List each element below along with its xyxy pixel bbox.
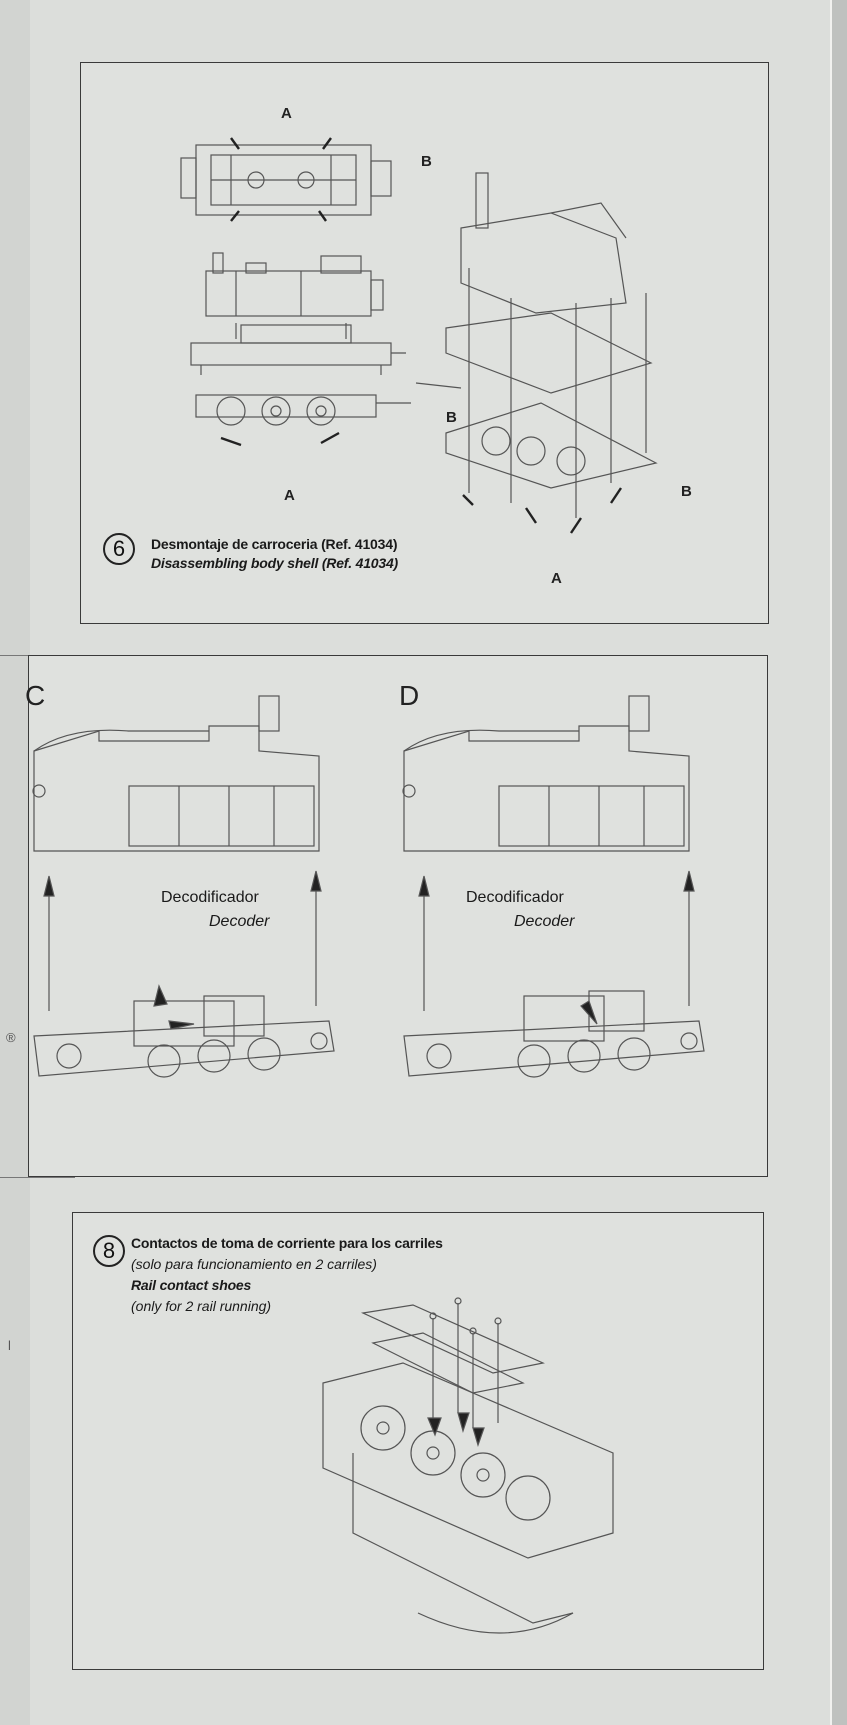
- step8-title-es: Contactos de toma de corriente para los …: [131, 1235, 443, 1251]
- step6-title-es: Desmontaje de carroceria (Ref. 41034): [151, 536, 398, 552]
- top-view-drawing: [180, 137, 392, 222]
- step8-title-en: Rail contact shoes: [131, 1277, 252, 1293]
- strip-mark-bar: l: [8, 1338, 11, 1353]
- label-b-mid: B: [446, 409, 457, 426]
- step8-note-es: (solo para funcionamiento en 2 carriles): [131, 1256, 377, 1272]
- left-page-strip: ® l: [0, 0, 31, 1725]
- exploded-view-drawing: [445, 172, 658, 534]
- step6-drawing: [180, 137, 658, 534]
- loco-body-c: [32, 695, 320, 852]
- contact-shoes-drawing: [360, 1297, 545, 1428]
- variant-label-c: C: [25, 680, 46, 711]
- loco-chassis-d: [403, 990, 705, 1078]
- sheet-edge: [830, 0, 847, 1725]
- variant-label-d: D: [399, 680, 420, 711]
- step7-panel: C D Decodificador Decoder Decodificador …: [25, 655, 768, 1177]
- step6-number: 6: [103, 533, 135, 565]
- label-b-right: B: [681, 483, 692, 500]
- strip-mark-registered: ®: [6, 1030, 16, 1045]
- label-b-top: B: [421, 153, 432, 170]
- step6-panel: A B B A B A 6 Desmontaje de carroceria (…: [80, 62, 769, 624]
- decoder-label-es-c: Decodificador: [161, 889, 259, 906]
- step8-drawing: [322, 1297, 614, 1634]
- loco-body-d: [402, 695, 690, 852]
- chassis-drawing: [195, 394, 411, 426]
- step6-title-en: Disassembling body shell (Ref. 41034): [151, 555, 399, 571]
- decoder-label-es-d: Decodificador: [466, 889, 564, 906]
- label-a-top: A: [281, 105, 292, 122]
- loco-chassis-c: [33, 984, 335, 1078]
- decoder-label-en-c: Decoder: [209, 913, 270, 930]
- label-a-bottom-right: A: [551, 570, 562, 587]
- step8-number: 8: [93, 1235, 125, 1267]
- step8-panel: 8 Contactos de toma de corriente para lo…: [72, 1212, 764, 1670]
- label-a-bottom-left: A: [284, 487, 295, 504]
- divider-line: [0, 1177, 75, 1178]
- frame-drawing: [190, 324, 462, 389]
- step8-note-en: (only for 2 rail running): [131, 1298, 272, 1314]
- body-side-drawing: [205, 252, 384, 317]
- step7-drawing: [32, 695, 705, 1078]
- underframe-drawing: [322, 1362, 614, 1634]
- decoder-label-en-d: Decoder: [514, 913, 575, 930]
